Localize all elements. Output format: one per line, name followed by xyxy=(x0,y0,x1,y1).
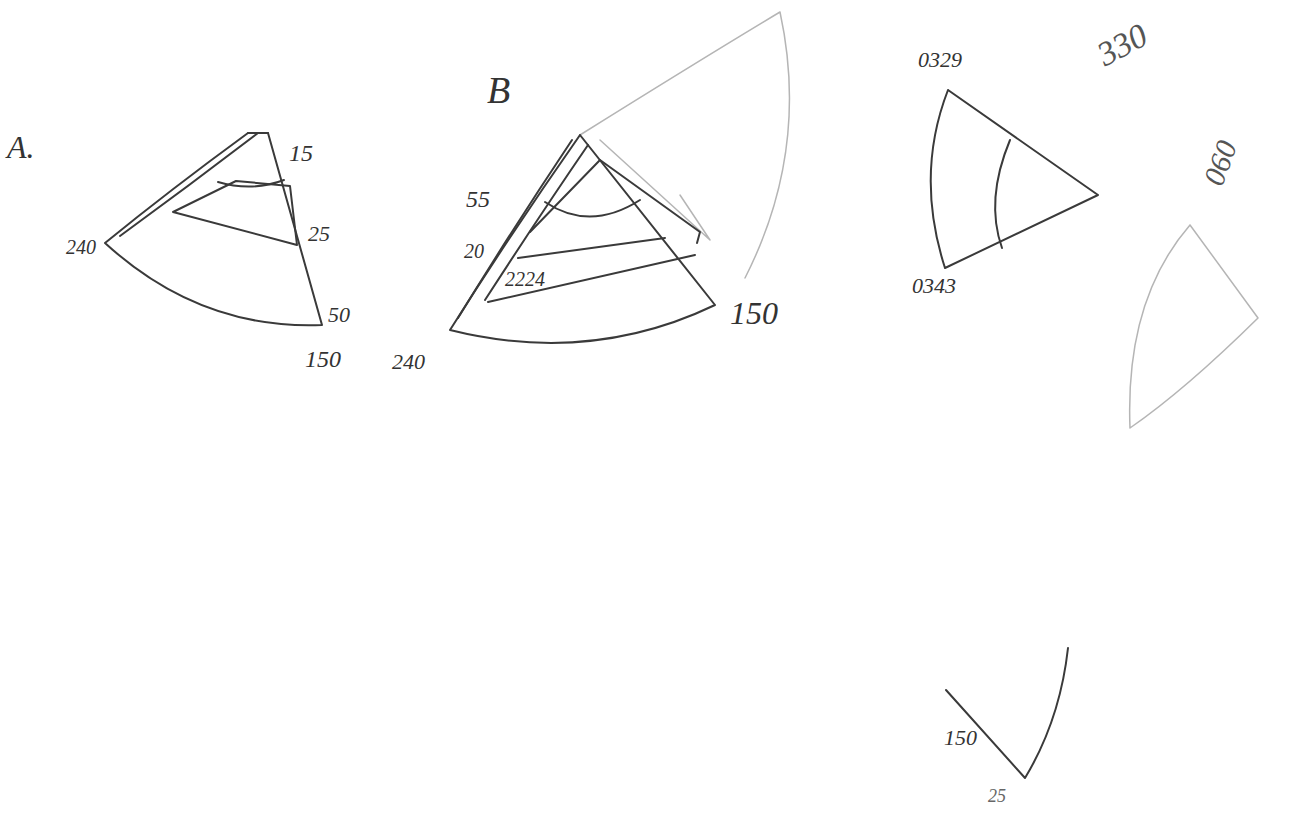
sketch-label: 15 xyxy=(287,140,315,166)
sketch-label: 330 xyxy=(1090,16,1155,74)
sector-c xyxy=(931,90,1098,268)
sketch-label: 2224 xyxy=(503,268,547,290)
sketch-label: B xyxy=(485,70,512,110)
sketch-label: 0343 xyxy=(910,274,958,298)
sector-a xyxy=(105,133,322,325)
sector-b xyxy=(450,12,789,343)
faint-sector xyxy=(1130,225,1258,428)
sketch-label: 55 xyxy=(464,186,492,212)
sketch-label: 25 xyxy=(986,786,1008,806)
sketch-label: 150 xyxy=(728,296,780,330)
sketch-label: 060 xyxy=(1197,134,1244,191)
sketch-label: A. xyxy=(5,130,37,164)
sketch-label: 240 xyxy=(64,236,98,258)
v-mark xyxy=(946,648,1068,778)
sketch-label: 25 xyxy=(306,222,332,246)
sketch-label: 20 xyxy=(462,240,486,262)
sketch-label: 0329 xyxy=(916,48,964,72)
sketch-label: 240 xyxy=(390,350,427,374)
sketch-label: 50 xyxy=(326,303,352,327)
sketch-label: 150 xyxy=(303,346,343,372)
sketch-label: 150 xyxy=(942,726,979,750)
